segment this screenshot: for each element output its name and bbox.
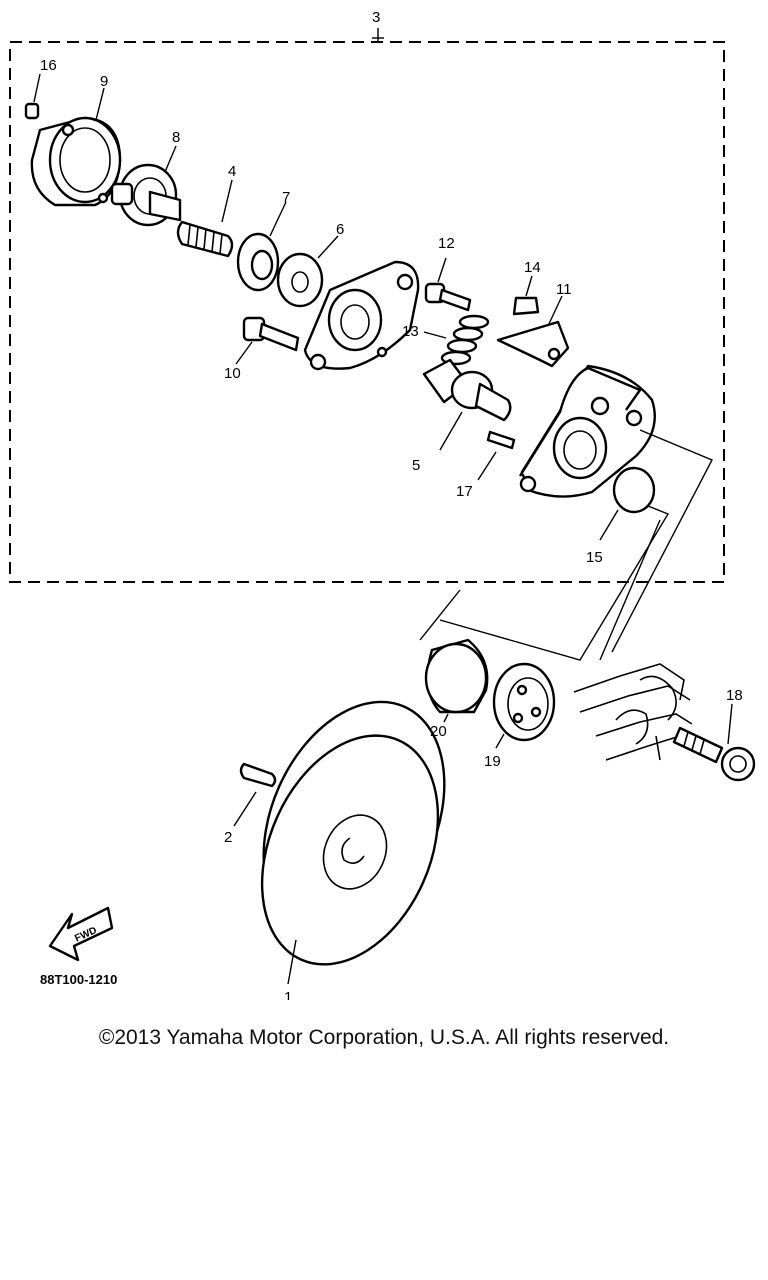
part-13-spring [423, 314, 490, 366]
part-7-lock-washer [236, 201, 287, 292]
callout-5: 5 [412, 457, 420, 474]
engine-case-section [573, 663, 693, 761]
callout-18: 18 [726, 687, 743, 704]
part-14-nut [512, 275, 540, 316]
part-9-cover [30, 87, 122, 207]
part-6-washer [276, 235, 339, 308]
part-10-bolt [235, 316, 300, 365]
callout-19: 19 [484, 753, 501, 770]
callout-17: 17 [456, 483, 473, 500]
part-17-pin [477, 430, 516, 481]
fwd-arrow-icon [48, 906, 114, 962]
callout-3: 3 [372, 9, 380, 26]
pump-body [518, 364, 656, 498]
callout-6: 6 [336, 221, 344, 238]
drawing-code: 88T100-1210 [40, 972, 117, 987]
callout-11: 11 [556, 281, 572, 298]
part-20-cup [424, 638, 489, 723]
part-1-impeller-disc [260, 700, 446, 985]
callout-9: 9 [100, 73, 108, 90]
part-15-plug [599, 466, 656, 541]
callout-4: 4 [228, 163, 236, 180]
callout-13: 13 [402, 323, 419, 340]
callout-16: 16 [40, 57, 57, 74]
callout-15: 15 [586, 549, 603, 566]
callout-7: 7 [282, 189, 290, 206]
callout-12: 12 [438, 235, 455, 252]
part-4-worm-gear [176, 179, 234, 258]
parts-diagram: 1 2 3 4 5 6 7 8 9 10 11 12 13 14 15 16 1… [9, 9, 756, 1000]
part-5-plunger [422, 358, 512, 451]
callout-2: 2 [224, 829, 232, 846]
callout-1: 1 [284, 989, 292, 1000]
part-18-bolt [672, 703, 756, 782]
callout-14: 14 [524, 259, 541, 276]
part-11-lever [496, 295, 570, 368]
callout-8: 8 [172, 129, 180, 146]
pump-housing-cover [303, 260, 420, 371]
part-16-bolt [24, 73, 41, 120]
part-19-bearing [492, 662, 556, 749]
callout-10: 10 [224, 365, 241, 382]
callout-20: 20 [430, 723, 447, 740]
part-12-bolt [424, 257, 472, 312]
part-2-key [233, 762, 277, 827]
part-8-shaft [110, 145, 182, 227]
copyright-notice: ©2013 Yamaha Motor Corporation, U.S.A. A… [98, 1026, 670, 1049]
